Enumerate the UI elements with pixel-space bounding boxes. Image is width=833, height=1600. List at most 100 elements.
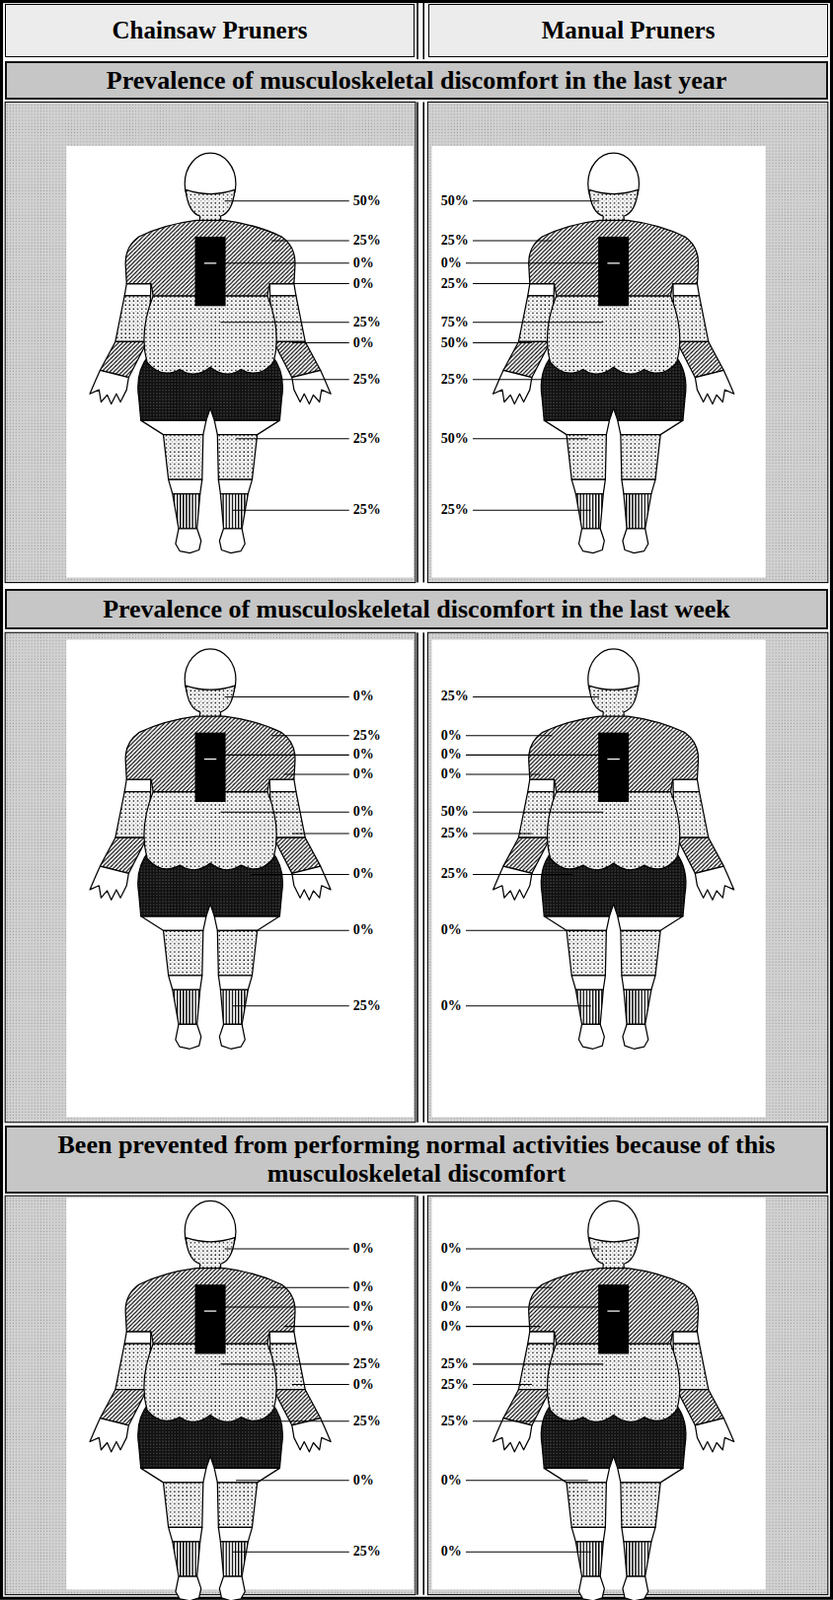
body-region [493,370,532,404]
percentage-label: 0% [441,1300,462,1315]
panel-ground [427,632,828,1123]
percentage-label: 0% [353,256,375,271]
leader-line [472,200,600,202]
body-region [168,976,203,990]
divider-line [422,101,425,583]
spine-mark [204,262,217,264]
body-figure [493,1201,735,1600]
header-text: Chainsaw Pruners [112,16,308,46]
percentage-label: 25% [441,233,469,248]
panel-ground [4,632,416,1123]
leader-line [472,696,600,698]
leader-line [225,696,350,698]
panel-inner [432,640,766,1119]
body-region [566,435,606,481]
leader-line [250,874,349,876]
leader-line [465,774,540,776]
percentage-label: 25% [441,277,469,292]
divider-line [422,1,425,60]
leader-line [232,510,350,512]
percentage-label: 25% [441,827,469,841]
body-region [220,494,248,530]
leader-line [465,735,553,737]
spine-region [598,733,629,803]
leader-line [465,1326,540,1328]
percentage-label: 25% [353,315,381,330]
leader-line [218,262,349,264]
leader-line [465,1552,592,1554]
percentage-label: 50% [441,432,469,447]
percentage-label: 0% [353,923,375,938]
body-region [622,1024,649,1050]
leader-line [472,1363,604,1365]
body-region [175,1577,202,1600]
leader-line [235,930,350,932]
percentage-label: 25% [353,233,381,248]
percentage-label: 25% [441,867,469,882]
leader-line [235,438,350,440]
body-region [141,1468,207,1483]
divider-line [422,632,425,1123]
body-region [219,1024,245,1050]
body-region [162,1483,203,1529]
body-region [623,989,652,1025]
body-region [144,792,277,871]
body-region [575,989,604,1025]
body-region [571,976,606,990]
body-region [694,1419,734,1453]
panel-inner [66,146,414,579]
body-region [673,1332,700,1345]
divider-line [416,1,419,60]
body-region [578,1024,605,1050]
percentage-label: 0% [441,923,462,938]
body-region [673,779,700,792]
body-figure [493,152,735,553]
body-region [218,1527,252,1542]
leader-line [472,833,532,835]
leader-line [232,1005,350,1007]
percentage-label: 50% [441,805,469,820]
body-region [220,1542,248,1578]
percentage-label: 25% [441,503,469,518]
leader-line [220,812,349,814]
body-region [528,1332,555,1345]
section-banner: Been prevented from performing normal ac… [4,1126,829,1195]
percentage-label: 0% [441,256,462,271]
leader-line [292,1384,350,1386]
percentage-label: 0% [353,867,375,882]
spine-mark [606,758,619,760]
percentage-label: 0% [441,767,462,782]
panel-inner [66,640,414,1119]
body-region [141,916,207,931]
percentage-label: 0% [353,336,375,351]
percentage-label: 0% [353,1242,375,1257]
leader-line [220,321,349,323]
body-region [571,479,606,494]
percentage-label: 25% [353,432,381,447]
leader-line [271,240,350,242]
banner-text: Prevalence of musculoskeletal discomfort… [106,66,727,96]
leader-line [465,755,606,757]
percentage-label: 0% [441,748,462,762]
leader-line [225,200,350,202]
leader-line [271,1287,350,1289]
spine-region [598,236,629,306]
leader-line [472,321,604,323]
body-region [620,930,661,977]
percentage-label: 25% [353,1415,381,1430]
leader-line [250,1421,349,1423]
body-region [571,1527,606,1542]
percentage-label: 0% [353,277,375,292]
body-region [217,435,257,481]
body-region [214,916,280,931]
body-region [141,420,207,435]
leader-line [472,240,553,242]
percentage-label: 25% [353,373,381,387]
body-figure [89,1201,331,1600]
body-region [144,1344,277,1423]
percentage-label: 25% [353,999,381,1014]
leader-line [225,1248,350,1250]
divider-line [416,632,419,1123]
